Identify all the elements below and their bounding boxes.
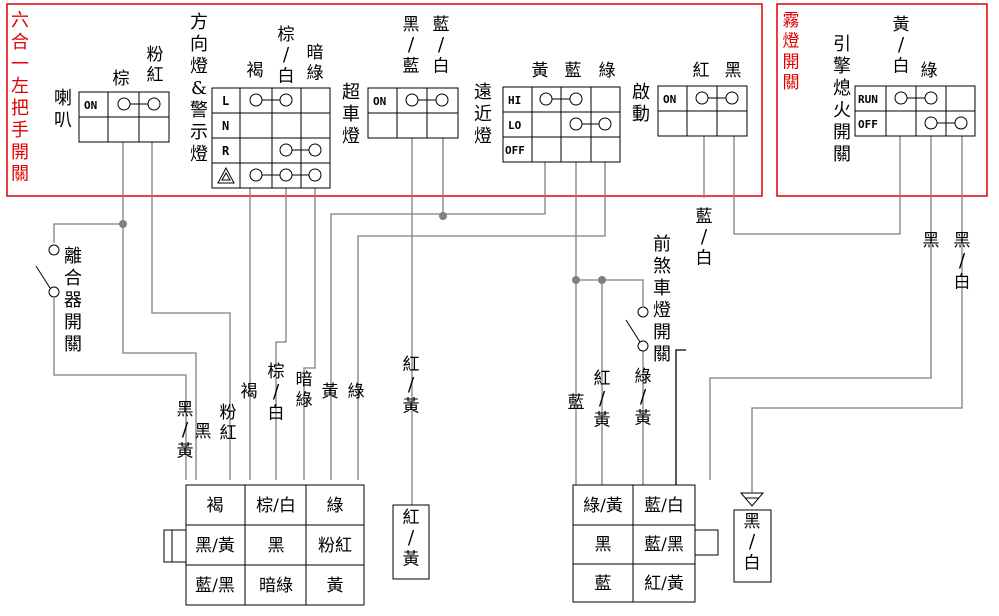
wire-brake-top (576, 279, 644, 306)
wire-label-green-yellow-right: 綠/黃 (635, 367, 652, 428)
wire-label-black-yellow: 黑/黃 (177, 400, 194, 461)
passing-switch-table (367, 87, 459, 139)
turn-state-l: L (222, 94, 229, 108)
start-state-on: ON (663, 93, 676, 106)
connector-right (572, 484, 719, 603)
wire-label-dark-green: 暗綠 (296, 370, 313, 411)
connector-ground (733, 509, 772, 583)
conn-left-cell: 黑/黃 (195, 536, 235, 556)
wire-horn-brown (122, 142, 197, 480)
wire-label-red-yellow-mid: 紅/黃 (403, 355, 420, 416)
conn-left-cell: 褐 (207, 496, 224, 516)
conn-right-cell: 綠/黃 (583, 496, 623, 516)
turn-state-r: R (222, 144, 230, 158)
kill-wire-yellow-white: 黃/白 (893, 15, 910, 76)
turn-wire-brown-white: 棕/白 (278, 25, 295, 86)
wire-clutch-bottom (53, 298, 187, 480)
kill-state-run: RUN (858, 93, 878, 106)
wire-junction-icon (119, 212, 606, 284)
horn-wire-pink: 粉紅 (147, 45, 164, 86)
passing-state-on: ON (373, 95, 386, 108)
conn-mid-cell: 紅/黃 (403, 508, 420, 569)
conn-left-cell: 棕/白 (256, 496, 296, 516)
wire-label-red-yellow-right: 紅/黃 (594, 369, 611, 430)
front-brake-switch-label: 前煞車燈開關 (653, 234, 671, 365)
wire-label-brown-white: 棕/白 (268, 362, 285, 423)
conn-left-cell: 暗綠 (259, 576, 293, 596)
hazard-triangle-icon (217, 166, 235, 184)
start-label: 啟動 (632, 82, 650, 125)
hilo-wire-yellow: 黃 (532, 61, 549, 81)
wire-start-black (733, 136, 901, 235)
wire-label-kill-black: 黑 (923, 231, 940, 251)
wire-label-green: 綠 (348, 382, 365, 402)
horn-wire-brown: 棕 (113, 69, 130, 89)
conn-left-cell: 綠 (327, 496, 344, 516)
clutch-switch-icon (35, 244, 60, 298)
wire-clutch-top (53, 223, 123, 243)
horn-switch-table (78, 91, 170, 143)
hilo-label: 遠近燈 (474, 82, 492, 147)
wire-turn-dark-green (303, 188, 316, 480)
passing-wire-black-blue: 黑/藍 (403, 15, 420, 76)
conn-right-cell: 紅/黃 (644, 574, 684, 594)
start-switch-table (657, 85, 748, 137)
start-wire-black: 黑 (725, 61, 742, 81)
turn-switch-table (211, 87, 331, 189)
wire-kill-black (709, 136, 932, 480)
horn-label: 喇叭 (54, 88, 72, 131)
left-switch-frame (6, 3, 763, 197)
switch-contact-icon (117, 91, 968, 182)
turn-state-n: N (222, 119, 229, 133)
wire-kill-black-white (751, 136, 963, 493)
horn-state-on: ON (84, 99, 97, 112)
hilo-wire-green: 綠 (599, 61, 616, 81)
left-panel-title: 六合一左把手開關 (11, 10, 29, 185)
conn-right-cell: 藍/黑 (644, 535, 684, 555)
hilo-state-off: OFF (505, 144, 525, 157)
wire-label-brown: 褐 (241, 382, 258, 402)
conn-right-cell: 藍 (595, 574, 612, 594)
clutch-switch-label: 離合器開關 (64, 246, 82, 355)
wire-start-blue-white (675, 349, 686, 485)
right-switch-frame (776, 3, 988, 197)
wire-hi-green (357, 162, 606, 480)
connector-mid (392, 504, 430, 580)
kill-state-off: OFF (858, 118, 878, 131)
hilo-state-lo: LO (508, 119, 522, 132)
turn-wire-brown: 褐 (247, 61, 264, 81)
wire-label-black: 黑 (195, 422, 212, 442)
turn-wire-dark-green: 暗綠 (307, 43, 324, 84)
conn-left-cell: 藍/黑 (195, 576, 235, 596)
wire-label-blue-right: 藍 (568, 393, 585, 413)
wire-label-kill-black-white: 黑/白 (954, 231, 971, 292)
kill-wire-green: 綠 (921, 61, 938, 81)
right-panel-title: 霧燈開關 (783, 11, 800, 93)
passing-wire-blue-white: 藍/白 (433, 15, 450, 76)
wire-label-start-blue-white: 藍/白 (696, 207, 713, 268)
wire-turn-brown-white (275, 188, 287, 480)
conn-left-cell: 粉紅 (318, 536, 352, 556)
conn-left-cell: 黃 (327, 576, 344, 596)
conn-ground-cell: 黑/白 (744, 512, 761, 573)
kill-switch-table (854, 85, 976, 137)
connector-left (163, 484, 365, 606)
conn-right-cell: 黑 (595, 535, 612, 555)
conn-left-cell: 黑 (268, 536, 285, 556)
wire-label-yellow: 黃 (322, 382, 339, 402)
start-wire-red: 紅 (693, 61, 710, 81)
front-brake-switch-icon (625, 306, 649, 352)
hilo-state-hi: HI (508, 94, 521, 107)
wire-hi-yellow (330, 162, 546, 480)
wire-label-pink: 粉紅 (220, 403, 237, 444)
conn-right-cell: 藍/白 (644, 496, 684, 516)
passing-label: 超車燈 (342, 82, 360, 147)
hilo-wire-blue: 藍 (565, 61, 582, 81)
ground-terminal-icon (739, 492, 765, 507)
wire-horn-pink (151, 142, 231, 480)
kill-label: 引擎熄火開關 (833, 34, 851, 165)
turn-signal-label: 方向燈&警示燈 (190, 12, 208, 165)
